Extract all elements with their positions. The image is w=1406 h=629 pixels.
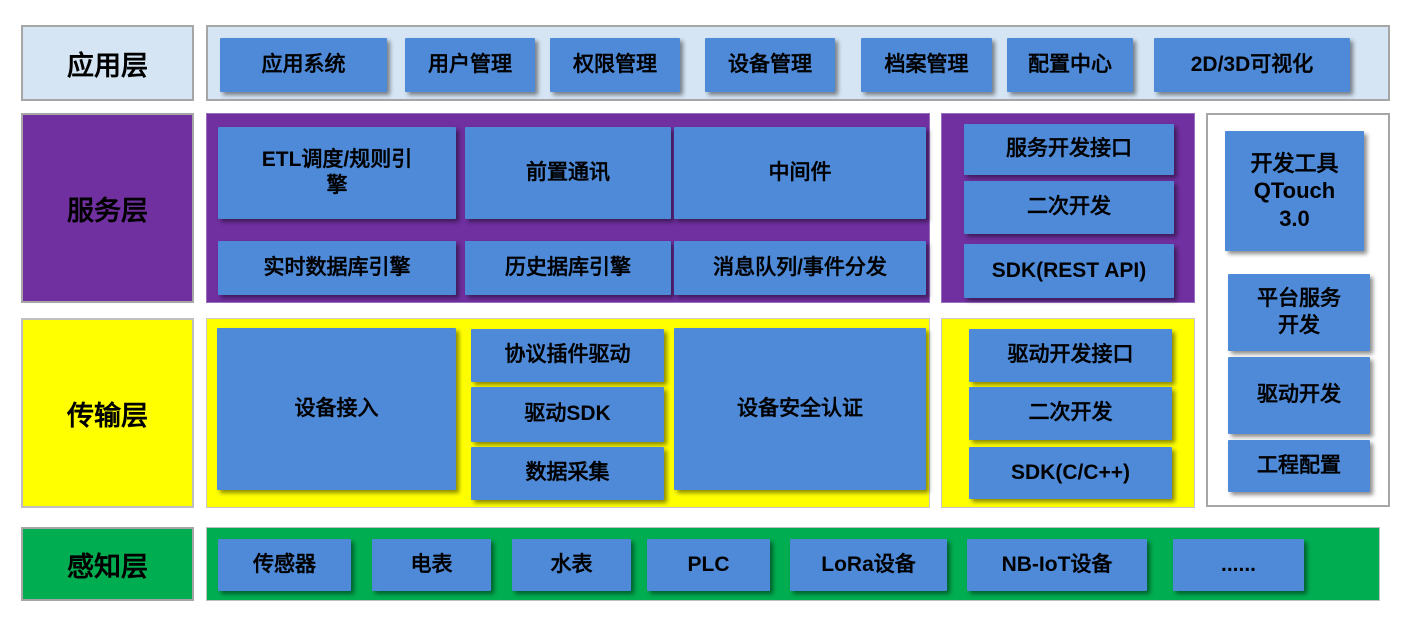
block-nbiot-device: NB-IoT设备 xyxy=(967,539,1147,591)
block-service-dev-interface: 服务开发接口 xyxy=(964,124,1174,175)
block-water-meter: 水表 xyxy=(512,539,631,591)
block-user-management: 用户管理 xyxy=(405,38,535,92)
transport-layer-side: 驱动开发接口 二次开发 SDK(C/C++) xyxy=(941,318,1195,508)
block-front-communication: 前置通讯 xyxy=(465,127,671,219)
service-layer-side: 服务开发接口 二次开发 SDK(REST API) xyxy=(941,113,1195,303)
block-driver-dev-interface: 驱动开发接口 xyxy=(969,329,1172,382)
dev-tools-panel: 开发工具 QTouch 3.0 平台服务 开发 驱动开发 工程配置 xyxy=(1206,113,1390,507)
block-driver-dev: 驱动开发 xyxy=(1228,357,1370,434)
block-archive-management: 档案管理 xyxy=(861,38,992,92)
block-driver-secondary-dev: 二次开发 xyxy=(969,387,1172,440)
block-device-access: 设备接入 xyxy=(217,328,456,490)
block-more-devices: ...... xyxy=(1173,539,1304,591)
block-2d3d-visualization: 2D/3D可视化 xyxy=(1154,38,1350,92)
block-device-management: 设备管理 xyxy=(705,38,835,92)
transport-layer-label: 传输层 xyxy=(21,318,194,508)
block-plc: PLC xyxy=(647,539,770,591)
block-driver-sdk: 驱动SDK xyxy=(471,387,664,442)
block-data-collection: 数据采集 xyxy=(471,447,664,500)
block-config-center: 配置中心 xyxy=(1007,38,1133,92)
block-message-queue-event-dispatch: 消息队列/事件分发 xyxy=(674,241,926,295)
block-device-security-auth: 设备安全认证 xyxy=(674,328,926,490)
perception-layer-label: 感知层 xyxy=(21,527,194,601)
block-project-config: 工程配置 xyxy=(1228,440,1370,492)
perception-layer-row: 传感器 电表 水表 PLC LoRa设备 NB-IoT设备 ...... xyxy=(206,527,1380,601)
block-sdk-c-cpp: SDK(C/C++) xyxy=(969,447,1172,499)
service-layer-main: ETL调度/规则引 擎 前置通讯 中间件 实时数据库引擎 历史据库引擎 消息队列… xyxy=(206,113,930,303)
block-lora-device: LoRa设备 xyxy=(790,539,947,591)
block-etl-rule-engine: ETL调度/规则引 擎 xyxy=(218,127,456,219)
block-sensor: 传感器 xyxy=(218,539,351,591)
block-permission-management: 权限管理 xyxy=(550,38,680,92)
block-electric-meter: 电表 xyxy=(372,539,491,591)
app-layer-row: 应用系统 用户管理 权限管理 设备管理 档案管理 配置中心 2D/3D可视化 xyxy=(206,25,1390,101)
block-platform-service-dev: 平台服务 开发 xyxy=(1228,274,1370,351)
block-service-secondary-dev: 二次开发 xyxy=(964,181,1174,234)
transport-layer-main: 设备接入 协议插件驱动 驱动SDK 数据采集 设备安全认证 xyxy=(206,318,930,508)
block-middleware: 中间件 xyxy=(674,127,926,219)
block-history-db-engine: 历史据库引擎 xyxy=(465,241,671,295)
block-realtime-db-engine: 实时数据库引擎 xyxy=(218,241,456,295)
block-app-system: 应用系统 xyxy=(220,38,387,92)
app-layer-label: 应用层 xyxy=(21,25,194,101)
service-layer-label: 服务层 xyxy=(21,113,194,303)
block-protocol-plugin-driver: 协议插件驱动 xyxy=(471,329,664,382)
block-dev-tool-qtouch: 开发工具 QTouch 3.0 xyxy=(1225,131,1364,251)
block-sdk-rest-api: SDK(REST API) xyxy=(964,244,1174,298)
